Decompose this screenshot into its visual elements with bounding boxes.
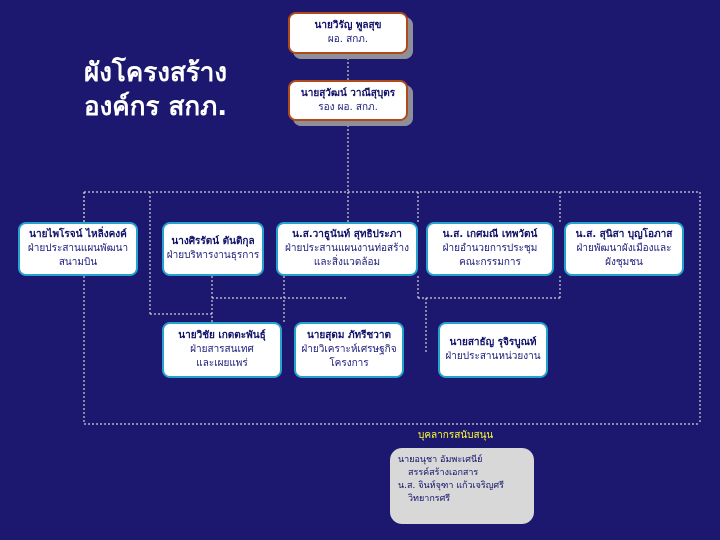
division-1-name: นายไพโรจน์ ไหลิ่งคงค์ bbox=[29, 229, 127, 240]
division-4-name: น.ส. เกศมณี เทพวัตน์ bbox=[442, 229, 538, 240]
chart-title: ผังโครงสร้าง องค์กร สกภ. bbox=[84, 56, 227, 124]
support-staff-label: บุคลากรสนับสนุน bbox=[418, 430, 494, 441]
support-person-1-name: นายอนุชา อัมพะเศนีย์ bbox=[398, 455, 483, 465]
division-8-name: นายสาธัญ รุจิรบูณท์ bbox=[449, 337, 537, 348]
deputy-name: นายสุวัฒน์ วาณีสุบุตร bbox=[300, 87, 396, 99]
support-person-1-role: สรรค์สร้างเอกสาร bbox=[408, 468, 479, 478]
division-4-role-line-1: ฝ่ายอำนวยการประชุม bbox=[442, 243, 538, 254]
deputy-box: นายสุวัฒน์ วาณีสุบุตร รอง ผอ. สกภ. bbox=[288, 80, 408, 121]
support-person-2-name: น.ส. จินห์จุฑา แก้วเจริญศรี bbox=[398, 481, 504, 491]
division-box-4: น.ส. เกศมณี เทพวัตน์ ฝ่ายอำนวยการประชุม … bbox=[426, 222, 554, 276]
chart-title-line-1: ผังโครงสร้าง bbox=[84, 58, 228, 88]
chart-title-line-2: องค์กร สกภ. bbox=[84, 92, 228, 122]
division-box-6: นายวิชัย เกตตะพันธุ์ ฝ่ายสารสนเทศ และเผย… bbox=[162, 322, 282, 378]
division-7-role-line-1: ฝ่ายวิเคราะห์เศรษฐกิจ bbox=[301, 344, 397, 355]
support-staff-box: นายอนุชา อัมพะเศนีย์ สรรค์สร้างเอกสาร น.… bbox=[390, 448, 534, 524]
division-box-3: น.ส.วาธูนันท์ สุทธิประภา ฝ่ายประสานแผนงา… bbox=[276, 222, 418, 276]
division-box-1: นายไพโรจน์ ไหลิ่งคงค์ ฝ่ายประสานแผนพัฒนา… bbox=[18, 222, 138, 276]
division-box-7: นายสุดม ภัทรีชวาต ฝ่ายวิเคราะห์เศรษฐกิจ … bbox=[294, 322, 404, 378]
division-6-role-line-1: ฝ่ายสารสนเทศ bbox=[190, 344, 254, 355]
division-6-role-line-2: และเผยแพร่ bbox=[196, 358, 248, 369]
division-8-role-line-1: ฝ่ายประสานหน่วยงาน bbox=[445, 351, 541, 362]
director-role: ผอ. สกภ. bbox=[327, 34, 369, 45]
division-box-2: นางศิรรัตน์ ตันติกุล ฝ่ายบริหารงานธุรการ bbox=[162, 222, 264, 276]
division-7-role-line-2: โครงการ bbox=[329, 358, 369, 369]
director-box: นายวิรัญ พูลสุข ผอ. สกภ. bbox=[288, 12, 408, 54]
division-5-role-line-2: ผังชุมชน bbox=[605, 257, 643, 268]
division-7-name: นายสุดม ภัทรีชวาต bbox=[306, 330, 392, 341]
division-1-role-line-2: สนามบิน bbox=[58, 257, 98, 268]
deputy-role: รอง ผอ. สกภ. bbox=[318, 101, 378, 113]
division-2-role-line-1: ฝ่ายบริหารงานธุรการ bbox=[166, 250, 260, 261]
division-6-name: นายวิชัย เกตตะพันธุ์ bbox=[178, 330, 266, 341]
support-person-2-role: วิทยากรศรี bbox=[408, 494, 451, 504]
director-name: นายวิรัญ พูลสุข bbox=[314, 20, 382, 31]
division-5-role-line-1: ฝ่ายพัฒนาผังเมืองและ bbox=[576, 243, 672, 254]
division-3-name: น.ส.วาธูนันท์ สุทธิประภา bbox=[292, 229, 402, 240]
division-1-role-line-1: ฝ่ายประสานแผนพัฒนา bbox=[27, 243, 129, 254]
division-box-5: น.ส. สุนิสา บุญโอภาส ฝ่ายพัฒนาผังเมืองแล… bbox=[564, 222, 684, 276]
division-2-name: นางศิรรัตน์ ตันติกุล bbox=[171, 236, 255, 247]
division-5-name: น.ส. สุนิสา บุญโอภาส bbox=[575, 229, 673, 240]
division-3-role-line-1: ฝ่ายประสานแผนงานท่อสร้าง bbox=[284, 243, 410, 254]
division-4-role-line-2: คณะกรรมการ bbox=[459, 257, 521, 268]
division-3-role-line-2: และสิ่งแวดล้อม bbox=[313, 257, 381, 268]
division-box-8: นายสาธัญ รุจิรบูณท์ ฝ่ายประสานหน่วยงาน bbox=[438, 322, 548, 378]
